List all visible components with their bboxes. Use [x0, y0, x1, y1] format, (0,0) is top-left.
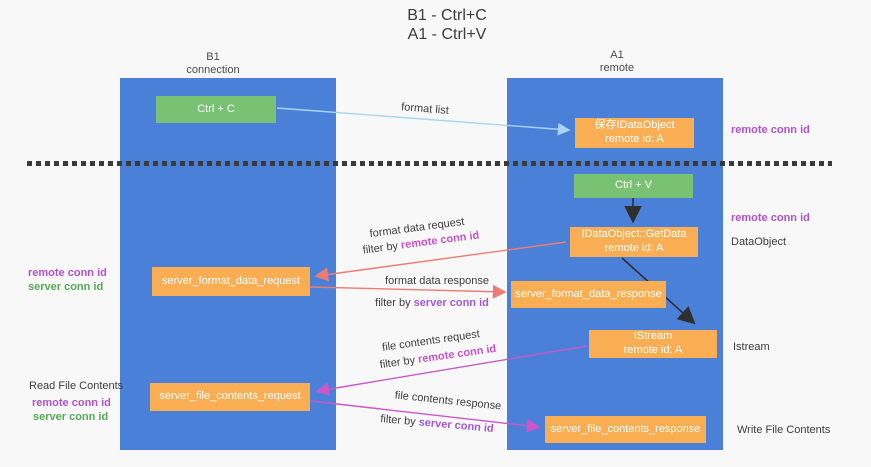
left-server-conn-id-bottom-label: server conn id: [33, 411, 109, 423]
idataobject-getdata-line1: IDataObject::GetData: [581, 228, 687, 241]
lane-b1-header: B1 connection: [153, 51, 273, 77]
ctrl-c-box: Ctrl + C: [156, 96, 276, 123]
file-contents-response-filter-label: filter by server conn id: [380, 413, 494, 435]
lane-a1-subtitle: remote: [599, 62, 635, 74]
lane-b1-name: B1: [206, 51, 220, 63]
server-format-data-request-label: server_format_data_request: [161, 274, 301, 287]
ctrl-v-box: Ctrl + V: [574, 174, 693, 198]
write-file-contents-label: Write File Contents: [737, 424, 831, 436]
file-contents-response-label: file contents response: [394, 389, 502, 413]
server-file-contents-request-box: server_file_contents_request: [150, 383, 310, 411]
istream-line2: remote id: A: [623, 344, 683, 356]
format-data-response-arrow: [309, 284, 507, 299]
server-conn-id-value: server conn id: [413, 297, 489, 309]
read-file-contents-label: Read File Contents: [29, 380, 124, 392]
server-format-data-response-box: server_format_data_response: [511, 281, 666, 308]
left-server-conn-id-top-label: server conn id: [28, 281, 104, 293]
filter-by-prefix: filter by: [362, 239, 402, 257]
server-file-contents-response-box: server_file_contents_response: [545, 416, 706, 443]
istream-box: IStream remote id: A: [589, 330, 717, 358]
server-file-contents-response-label: server_file_contents_response: [550, 422, 701, 435]
save-idataobject-box: 保存IDataObject remote id: A: [575, 118, 694, 148]
server-file-contents-request-label: server_file_contents_request: [159, 390, 301, 403]
istream-line1: IStream: [633, 330, 673, 343]
idataobject-getdata-box: IDataObject::GetData remote id: A: [570, 227, 698, 257]
server-format-data-response-label: server_format_data_response: [515, 287, 662, 300]
lane-b1-subtitle: connection: [186, 64, 240, 76]
filter-by-prefix: filter by: [375, 297, 414, 309]
right-remote-conn-id-top-label: remote conn id: [731, 124, 810, 136]
server-format-data-request-box: server_format_data_request: [152, 267, 310, 296]
session-divider-dashed-line: [27, 161, 832, 166]
format-data-response-label: format data response: [385, 275, 489, 287]
server-conn-id-value: server conn id: [418, 416, 495, 435]
lane-a1-name: A1: [610, 49, 624, 61]
diagram-title-line2: A1 - Ctrl+V: [407, 26, 487, 43]
dataobject-label: DataObject: [731, 236, 787, 248]
idataobject-getdata-line2: remote id: A: [604, 242, 664, 254]
left-remote-conn-id-top-label: remote conn id: [28, 267, 107, 279]
diagram-title: B1 - Ctrl+C A1 - Ctrl+V: [347, 6, 547, 44]
lane-a1-header: A1 remote: [557, 49, 677, 75]
ctrl-c-label: Ctrl + C: [197, 102, 235, 115]
save-idataobject-line1: 保存IDataObject: [594, 119, 675, 132]
istream-side-label: Istream: [733, 341, 770, 353]
filter-by-prefix: filter by: [379, 413, 420, 429]
filter-by-prefix: filter by: [379, 353, 419, 372]
format-data-response-filter-label: filter by server conn id: [375, 297, 489, 309]
ctrl-v-label: Ctrl + V: [615, 179, 652, 192]
left-remote-conn-id-bottom-label: remote conn id: [32, 397, 111, 409]
diagram-title-line1: B1 - Ctrl+C: [407, 7, 487, 24]
right-remote-conn-id-mid-label: remote conn id: [731, 212, 810, 224]
format-list-label: format list: [400, 101, 450, 117]
save-idataobject-line2: remote id: A: [605, 133, 664, 145]
